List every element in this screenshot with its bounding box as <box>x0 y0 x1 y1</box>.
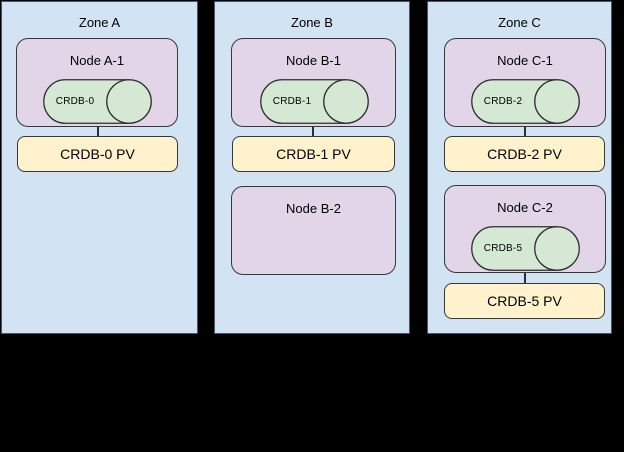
crdb-1-pod-label: CRDB-1 <box>272 96 312 107</box>
cylinder-icon <box>471 226 580 271</box>
crdb-2-pv-label: CRDB-2 PV <box>487 146 562 162</box>
crdb-1-pv-label: CRDB-1 PV <box>276 146 351 162</box>
node-c1-title: Node C-1 <box>497 53 553 68</box>
crdb-5-pod: CRDB-5 <box>471 226 580 271</box>
zone-c: Zone C Node C-1 CRDB-2 CRDB-2 PV Node C-… <box>427 1 612 334</box>
crdb-0-pod-label: CRDB-0 <box>55 96 95 107</box>
zone-b-title: Zone B <box>291 15 333 30</box>
node-b2: Node B-2 <box>231 186 396 275</box>
connector-crdb2-to-pv <box>524 122 526 137</box>
node-b2-title: Node B-2 <box>286 201 341 216</box>
crdb-1-pv: CRDB-1 PV <box>232 136 395 172</box>
connector-crdb1-to-pv <box>312 122 314 137</box>
zone-a-title: Zone A <box>78 15 121 30</box>
cylinder-icon <box>471 79 580 124</box>
crdb-0-pod: CRDB-0 <box>43 79 152 124</box>
node-c2-title: Node C-2 <box>497 200 553 215</box>
connector-crdb0-to-pv <box>97 122 99 137</box>
crdb-2-pod-label: CRDB-2 <box>483 96 523 107</box>
node-b1: Node B-1 CRDB-1 <box>231 38 396 127</box>
cylinder-icon <box>43 79 152 124</box>
cylinder-icon <box>260 79 369 124</box>
crdb-5-pv-label: CRDB-5 PV <box>487 293 562 309</box>
zone-b: Zone B Node B-1 CRDB-1 CRDB-1 PV Node B-… <box>214 1 410 334</box>
node-b1-title: Node B-1 <box>286 53 341 68</box>
crdb-0-pv: CRDB-0 PV <box>17 136 178 172</box>
crdb-5-pod-label: CRDB-5 <box>483 243 523 254</box>
node-a1-title: Node A-1 <box>69 53 125 68</box>
node-c2: Node C-2 CRDB-5 <box>444 185 606 273</box>
zone-c-title: Zone C <box>498 15 541 30</box>
crdb-5-pv: CRDB-5 PV <box>444 283 605 319</box>
node-a1: Node A-1 CRDB-0 <box>16 38 178 127</box>
crdb-2-pv: CRDB-2 PV <box>444 136 605 172</box>
crdb-0-pv-label: CRDB-0 PV <box>60 146 135 162</box>
node-c1: Node C-1 CRDB-2 <box>444 38 606 127</box>
connector-crdb5-to-pv <box>524 269 526 284</box>
crdb-1-pod: CRDB-1 <box>260 79 369 124</box>
zone-a: Zone A Node A-1 CRDB-0 CRDB-0 PV <box>1 1 198 334</box>
crdb-2-pod: CRDB-2 <box>471 79 580 124</box>
